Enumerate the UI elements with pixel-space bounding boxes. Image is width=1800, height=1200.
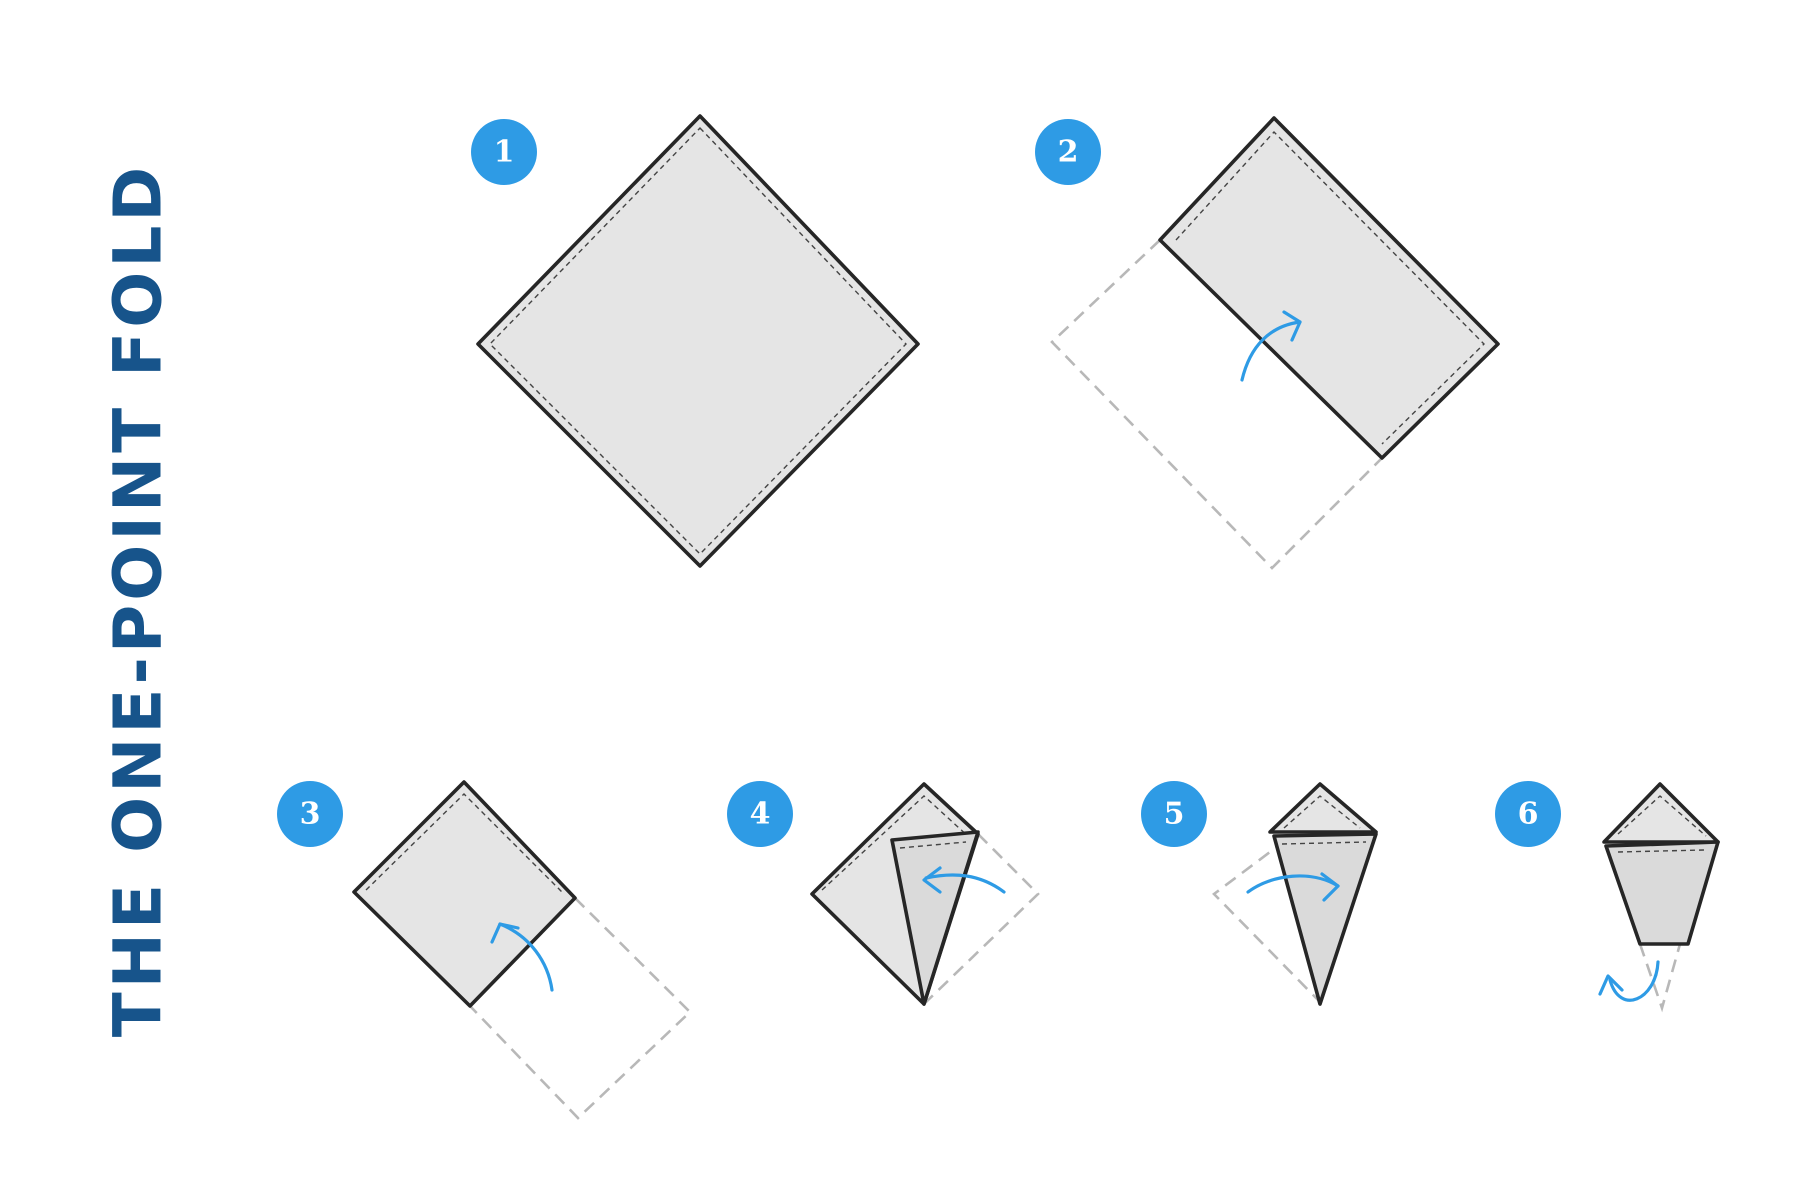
ghost-outline	[923, 833, 1040, 1005]
ghost-outline	[469, 897, 692, 1120]
step-badge-1: 1	[471, 119, 537, 185]
ghost-outline	[1050, 239, 1383, 570]
fold-arrow-icon	[1240, 320, 1302, 382]
step-5-illustration	[1212, 782, 1378, 1006]
folded-body	[1604, 840, 1720, 946]
fold-arrow-head	[1282, 310, 1302, 342]
fold-arrow-icon	[924, 873, 1006, 894]
folded-body	[1272, 832, 1378, 1006]
stitch-line	[1617, 795, 1707, 853]
step-badge-2: 2	[1035, 119, 1101, 185]
stitch-line	[489, 126, 907, 555]
step-6-illustration	[1598, 782, 1720, 1013]
fold-arrow-head	[922, 866, 942, 894]
stitch-line	[821, 795, 971, 891]
step-4-illustration	[810, 782, 1040, 1006]
step-number: 1	[494, 135, 515, 170]
step-badge-6: 6	[1495, 781, 1561, 847]
step-3-illustration	[352, 780, 692, 1120]
fold-arrow-head	[1320, 872, 1340, 902]
step-number: 3	[300, 797, 321, 832]
stitch-line	[1175, 130, 1485, 445]
step-number: 4	[750, 797, 771, 832]
fold-arrow-icon	[498, 922, 554, 992]
stitch-line	[365, 793, 563, 893]
tuck-arrow-icon	[1608, 960, 1660, 1002]
tuck-arrow-head	[1598, 974, 1624, 996]
stitch-line	[899, 841, 967, 849]
step-2-illustration	[1050, 116, 1500, 570]
pocket-square-diamond	[476, 114, 920, 568]
folded-half	[1158, 116, 1500, 460]
step-number: 5	[1164, 797, 1185, 832]
top-point	[1268, 782, 1378, 834]
folded-quarter	[352, 780, 577, 1008]
step-badge-4: 4	[727, 781, 793, 847]
step-badge-3: 3	[277, 781, 343, 847]
step-number: 2	[1058, 135, 1079, 170]
fold-arrow-icon	[1246, 874, 1340, 894]
ghost-outline	[1212, 838, 1321, 1003]
fold-arrow-head	[490, 922, 520, 944]
top-point	[1602, 782, 1720, 844]
stitch-line	[1281, 795, 1367, 845]
step-badge-5: 5	[1141, 781, 1207, 847]
step-1-illustration	[476, 114, 920, 568]
step-number: 6	[1518, 797, 1539, 832]
ghost-outline	[1638, 943, 1682, 1013]
